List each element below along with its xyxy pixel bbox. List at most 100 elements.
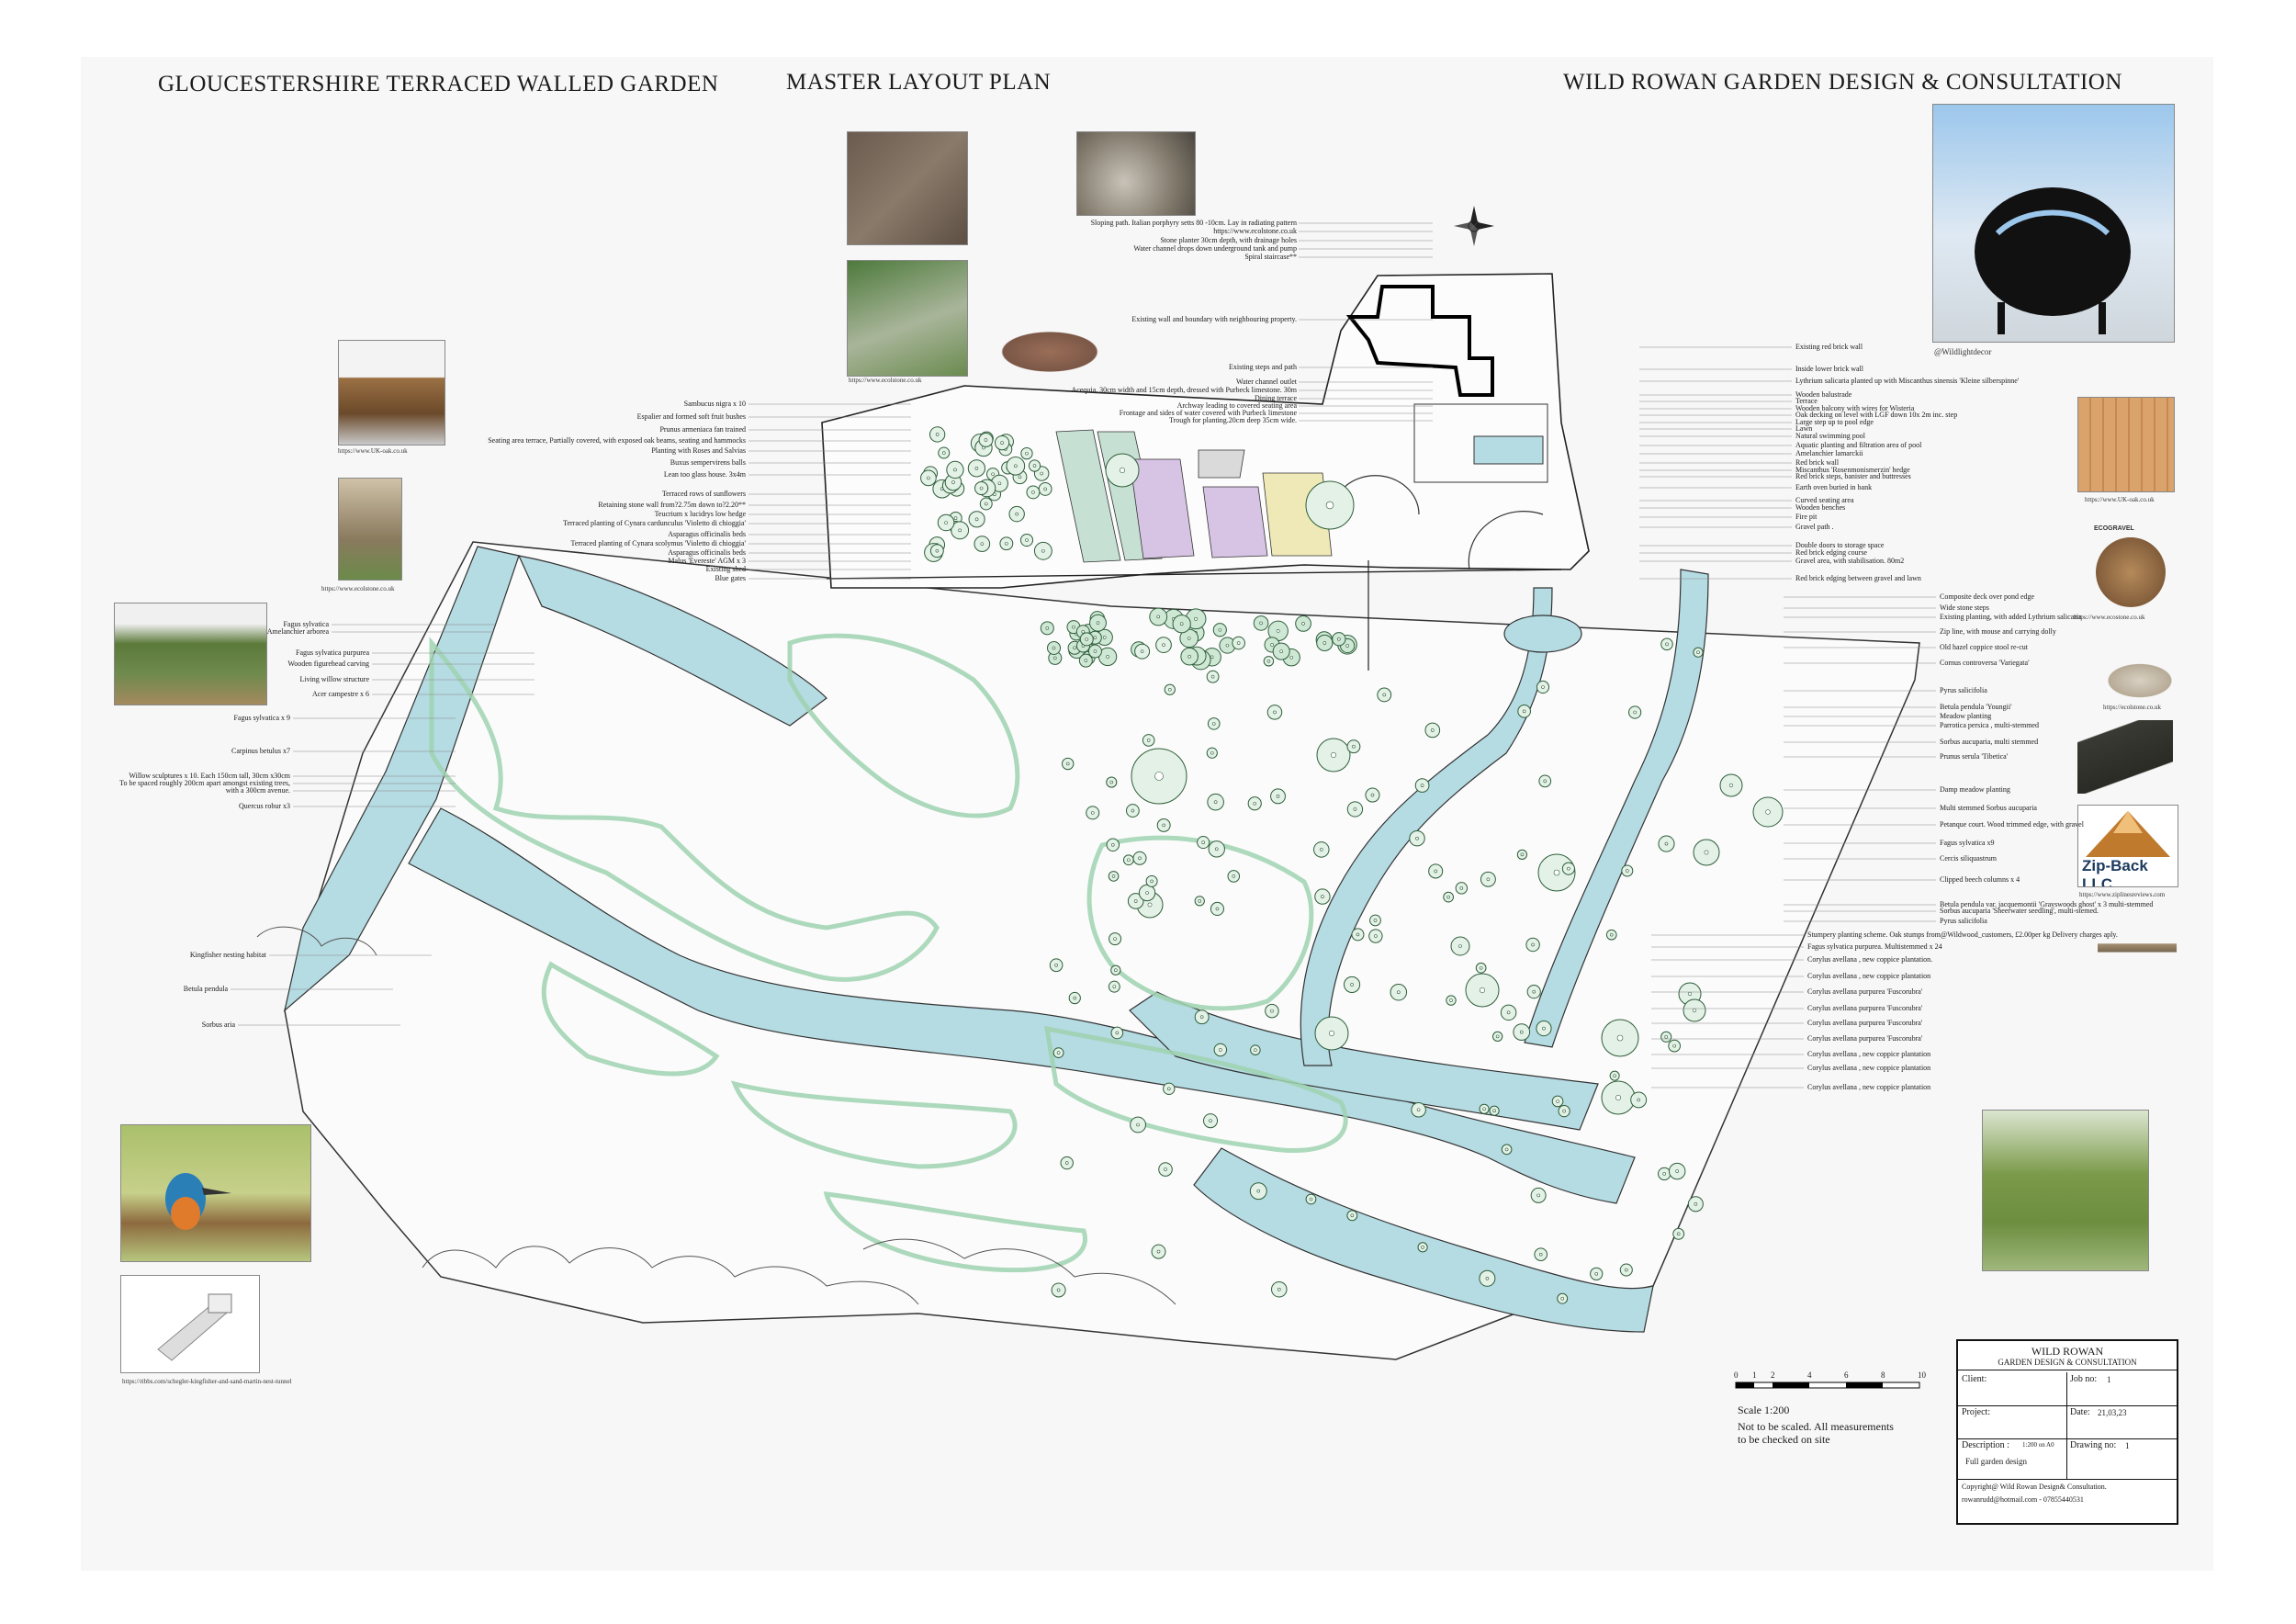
tree-symbol-icon — [1247, 796, 1262, 811]
annotation-label: Water channel outlet — [1236, 378, 1297, 386]
annotation-label: Wooden figurehead carving — [287, 660, 369, 668]
tree-symbol-icon — [1052, 1047, 1064, 1059]
tree-symbol-icon — [1110, 1026, 1124, 1040]
annotation-label: Acer campestre x 6 — [312, 690, 369, 698]
kingfisher-icon — [165, 1173, 231, 1230]
tree-symbol-icon — [1351, 928, 1365, 942]
tree-symbol-icon — [1313, 841, 1330, 858]
annotation-label: Fagus sylvatica x 9 — [233, 714, 290, 722]
tree-symbol-icon — [1491, 1031, 1503, 1043]
annotation-label: Corylus avellana purpurea 'Fuscorubra' — [1807, 987, 1923, 996]
plan-title: MASTER LAYOUT PLAN — [786, 70, 1052, 95]
tree-symbol-icon — [1089, 614, 1107, 632]
annotation-label: Wooden balustrade — [1795, 390, 1852, 399]
annotation-label: 0 — [1734, 1370, 1739, 1380]
tree-symbol-icon — [1060, 1156, 1074, 1170]
tree-symbol-icon — [1530, 1187, 1547, 1203]
tree-symbol-icon — [1163, 1082, 1176, 1095]
tree-symbol-icon — [1122, 854, 1134, 866]
tree-symbol-icon — [1693, 839, 1720, 866]
annotation-label: Acequia, 30cm width and 15cm depth, dres… — [1071, 386, 1297, 394]
annotation-label: Clipped beech columns x 4 — [1940, 875, 2020, 884]
tree-symbol-icon — [1108, 980, 1120, 993]
photo-zip-line — [1982, 1110, 2149, 1271]
tree-symbol-icon — [1619, 1263, 1633, 1277]
tb-job-value: 1 — [2107, 1375, 2111, 1384]
tree-symbol-icon — [1197, 836, 1210, 850]
tree-symbol-icon — [1557, 1292, 1569, 1304]
tree-symbol-icon — [1443, 891, 1454, 903]
tree-symbol-icon — [1558, 1104, 1570, 1118]
tree-symbol-icon — [1271, 1280, 1288, 1298]
annotation-label: Stumpery planting scheme. Oak stumps fro… — [1807, 930, 2118, 939]
tree-symbol-icon — [1455, 882, 1469, 895]
tree-symbol-icon — [1609, 1070, 1620, 1081]
photo-zipline-trolley — [2098, 919, 2177, 974]
tree-symbol-icon — [1046, 640, 1061, 655]
tree-symbol-icon — [1130, 1116, 1146, 1133]
annotation-label: Corylus avellana , new coppice plantatio… — [1807, 1064, 1931, 1072]
annotation-label: Sloping path. Italian porphyry setts 80 … — [1090, 219, 1297, 227]
tree-symbol-icon — [1132, 851, 1147, 865]
tree-symbol-icon — [1365, 787, 1380, 803]
annotation-label: Existing red brick wall — [1795, 343, 1863, 351]
tree-symbol-icon — [978, 433, 994, 447]
scale-text: Scale 1:200 — [1738, 1404, 1790, 1416]
annotation-label: Fagus sylvatica purpurea — [296, 648, 369, 657]
tree-symbol-icon — [1249, 1182, 1267, 1201]
tree-symbol-icon — [1079, 632, 1094, 647]
photo-zipback-logo: Zip-Back LLC — [2077, 805, 2178, 887]
tb-job-label: Job no: — [2070, 1374, 2098, 1384]
annotation-label: 8 — [1881, 1370, 1885, 1380]
tree-symbol-icon — [1538, 774, 1552, 788]
tree-symbol-icon — [999, 536, 1014, 551]
tree-symbol-icon — [1428, 863, 1444, 879]
tree-symbol-icon — [1040, 621, 1054, 636]
tree-symbol-icon — [1125, 804, 1140, 818]
photo-garden-path — [847, 260, 968, 377]
annotation-label: Terraced planting of Cynara cardunculus … — [563, 519, 746, 527]
tree-symbol-icon — [1475, 962, 1487, 974]
tree-symbol-icon — [1145, 874, 1158, 887]
annotation-label: Composite deck over pond edge — [1940, 592, 2035, 601]
tree-symbol-icon — [974, 536, 991, 552]
annotation-label: Oak decking on level with LGF down 10x 2… — [1795, 411, 1958, 419]
tree-symbol-icon — [1266, 705, 1283, 720]
garden-title: GLOUCESTERSHIRE TERRACED WALLED GARDEN — [158, 72, 719, 96]
tb-row-3: Description : 1:200 on A0 Full garden de… — [1958, 1438, 2177, 1480]
tree-symbol-icon — [1180, 647, 1199, 666]
annotation-label: 6 — [1844, 1370, 1849, 1380]
tree-symbol-icon — [1062, 757, 1075, 771]
tree-symbol-icon — [946, 460, 964, 479]
annotation-label: Water channel drops down underground tan… — [1133, 244, 1297, 253]
tree-symbol-icon — [1020, 446, 1033, 460]
ecogravel-logo: ECOGRAVEL — [2094, 525, 2134, 532]
tree-symbol-icon — [1172, 615, 1191, 634]
annotation-label: Seating area terrace, Partially covered,… — [488, 436, 746, 445]
photo-url: https://ecolstone.co.uk — [2103, 704, 2161, 711]
tb-contact: rowanrudd@hotmail.com - 07855440531 — [1962, 1495, 2084, 1504]
tree-symbol-icon — [1202, 1113, 1219, 1129]
tree-symbol-icon — [1414, 778, 1430, 793]
tree-symbol-icon — [1489, 1105, 1500, 1116]
tree-symbol-icon — [929, 544, 944, 558]
left-stream — [284, 546, 520, 1012]
tree-symbol-icon — [1033, 541, 1052, 560]
annotation-label: Amelanchier lamarckii — [1795, 449, 1863, 457]
tree-symbol-icon — [1156, 818, 1171, 832]
tree-symbol-icon — [1087, 644, 1102, 659]
annotation-label: Corylus avellana , new coppice plantatio… — [1807, 972, 1931, 980]
photo-kingfisher — [120, 1124, 311, 1262]
annotation-label: Meadow planting — [1940, 712, 1992, 720]
tb-description-extra: Full garden design — [1965, 1457, 2027, 1466]
photo-nest-tunnel — [120, 1275, 260, 1373]
tb-date-label: Date: — [2070, 1407, 2090, 1417]
tree-symbol-icon — [1346, 739, 1361, 754]
tb-subtitle: GARDEN DESIGN & CONSULTATION — [1958, 1358, 2177, 1370]
tree-symbol-icon — [1038, 481, 1052, 496]
annotation-label: Teucrium x lucidrys low hedge — [654, 510, 746, 518]
annotation-label: Curved seating area — [1795, 496, 1854, 504]
tree-symbol-icon — [1097, 647, 1118, 667]
annotation-label: 1 — [1752, 1370, 1757, 1380]
photo-url: https://www.UK-oak.co.uk — [2085, 496, 2155, 503]
